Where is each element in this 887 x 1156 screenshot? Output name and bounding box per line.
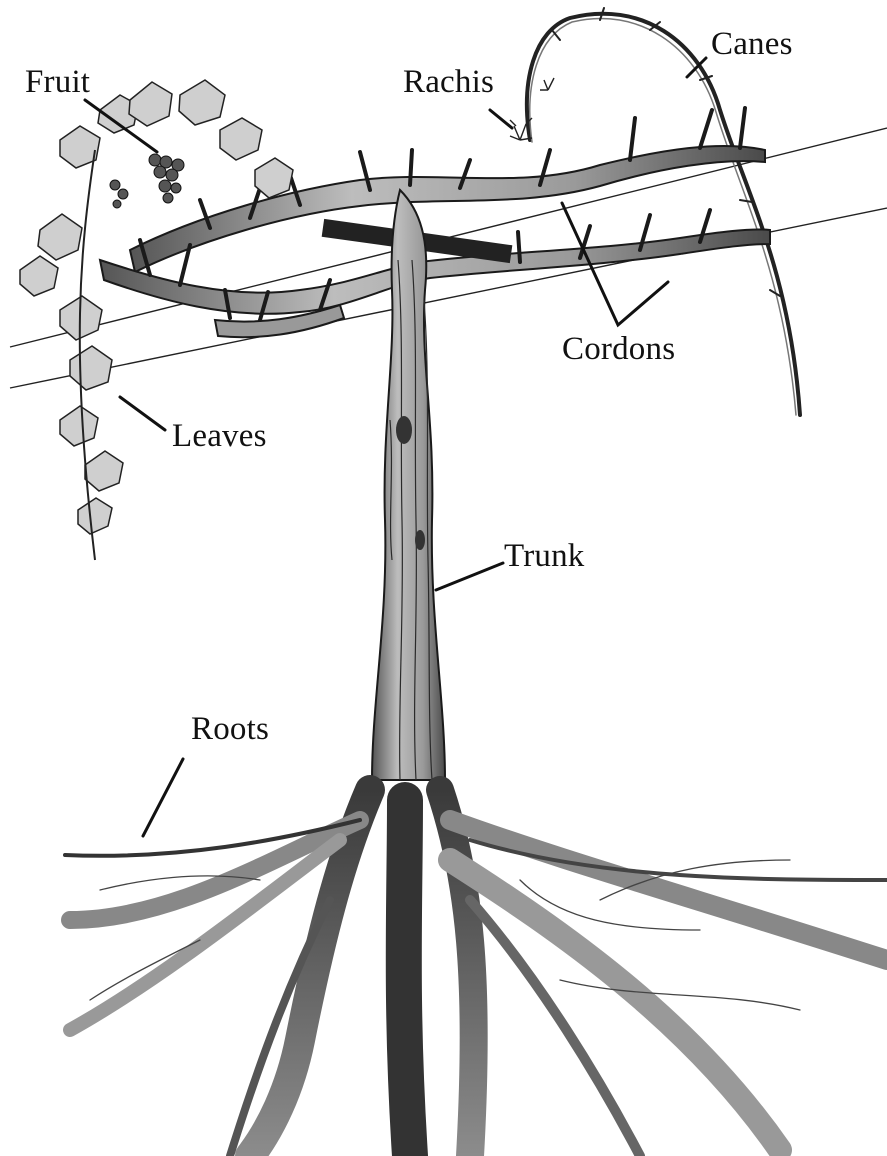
label-cordons: Cordons: [562, 333, 675, 366]
label-canes: Canes: [711, 28, 793, 61]
leader-rachis: [490, 110, 512, 128]
leader-trunk: [436, 563, 503, 590]
label-trunk: Trunk: [504, 540, 585, 573]
root-system: [65, 790, 887, 1156]
label-rachis: Rachis: [403, 66, 494, 99]
leader-leaves: [120, 397, 165, 430]
label-leaves: Leaves: [172, 420, 267, 453]
leader-roots: [143, 759, 183, 836]
label-fruit: Fruit: [25, 66, 90, 99]
fruit-cluster: [110, 154, 184, 208]
label-roots: Roots: [191, 713, 269, 746]
